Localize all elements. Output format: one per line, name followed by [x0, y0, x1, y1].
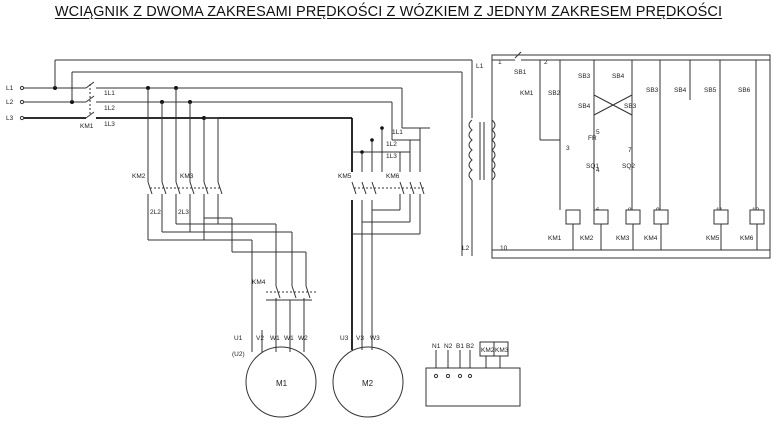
limit-fr: FR: [588, 135, 597, 142]
main-contactor-km1: KM1 1L1 1L2 1L3: [80, 81, 115, 130]
motor2-terminal-u3: U3: [340, 335, 349, 342]
motor2-label: M2: [362, 379, 374, 388]
node-10: 10: [500, 245, 508, 252]
terminal-n2: N2: [444, 343, 453, 350]
contact-sb5: SB5: [704, 87, 717, 94]
transformer-line-label-l2: L2: [462, 245, 470, 252]
motor1-label: M1: [276, 379, 288, 388]
node-5: 5: [596, 129, 600, 136]
node-3: 3: [566, 145, 570, 152]
contact-sb6: SB6: [738, 87, 751, 94]
contact-sb3-a: SB3: [578, 73, 591, 80]
supply-label-l1: L1: [6, 85, 14, 92]
hoist-contactor-label-km2: KM2: [132, 173, 146, 180]
motor1-terminal-u1: U1: [234, 335, 243, 342]
hoist-contactor-label-km3: KM3: [180, 173, 194, 180]
contact-sb4-b: SB4: [578, 103, 591, 110]
main-bus-label-1l2: 1L2: [104, 105, 115, 112]
hoist-output-label-2l3: 2L3: [178, 209, 189, 216]
motor1-terminal-w2: W2: [298, 335, 308, 342]
trolley-bus-label-1l1: 1L1: [392, 129, 403, 136]
terminal-contactor-km2: KM2: [481, 347, 495, 354]
contact-sb1: SB1: [514, 69, 527, 76]
motor1-contactor-label: KM4: [252, 279, 266, 286]
control-transformer: L1 L2: [461, 60, 496, 256]
motor2-terminal-v3: V3: [356, 335, 364, 342]
main-bus-label-1l1: 1L1: [104, 90, 115, 97]
transformer-line-label-l1: L1: [476, 63, 484, 70]
supply-label-l3: L3: [6, 115, 14, 122]
hoist-output-label-2l2: 2L2: [150, 209, 161, 216]
node-7: 7: [628, 147, 632, 154]
terminal-b1: B1: [456, 343, 464, 350]
main-contactor-label: KM1: [80, 123, 94, 130]
coil-km5: KM5: [706, 235, 720, 242]
coil-km6: KM6: [740, 235, 754, 242]
contact-sb3-b: SB3: [624, 103, 637, 110]
node-2: 2: [544, 59, 548, 66]
contact-sb3-c: SB3: [646, 87, 659, 94]
motor-m1: U1 (U2) V2 W1 W1 W2 M1: [232, 298, 317, 418]
contact-sb4-c: SB4: [674, 87, 687, 94]
limit-sq1: SQ1: [586, 163, 599, 170]
contact-km1-hold: KM1: [520, 90, 534, 97]
motor1-terminal-u1-note: (U2): [232, 351, 245, 358]
node-4: 4: [596, 167, 600, 174]
main-bus-label-1l3: 1L3: [104, 121, 115, 128]
motor1-terminal-w1a: W1: [270, 335, 280, 342]
motor-m2: U3 V3 W3 M2: [332, 200, 404, 418]
limit-sq2: SQ2: [622, 163, 635, 170]
hoist-contactors: KM2 KM3 2L2 2L3: [132, 172, 307, 330]
trolley-contactor-label-km6: KM6: [386, 173, 400, 180]
coil-km3: KM3: [616, 235, 630, 242]
terminal-contactor-km3: KM3: [495, 347, 509, 354]
trolley-bus-label-1l3: 1L3: [386, 153, 397, 160]
main-bus: 1L1 1L2 1L3: [100, 86, 430, 172]
trolley-contactors: KM5 KM6: [338, 173, 426, 235]
node-1: 1: [498, 59, 502, 66]
motor2-terminal-w3: W3: [370, 335, 380, 342]
motor1-contactor-km4: KM4: [252, 268, 316, 301]
motor1-terminal-w1b: W1: [284, 335, 294, 342]
coil-km2: KM2: [580, 235, 594, 242]
coil-km1: KM1: [548, 235, 562, 242]
brake-terminal-block: N1 N2 B1 B2 KM2 KM3: [425, 341, 521, 407]
power-supply-lines: L1 L2 L3: [6, 59, 472, 122]
control-circuit: 1 2 3 4 5 6 7 8 9 10 11 12 SB1 KM1 SB2 S…: [491, 51, 771, 259]
contact-sb4-a: SB4: [612, 73, 625, 80]
terminal-b2: B2: [466, 343, 474, 350]
trolley-contactor-label-km5: KM5: [338, 173, 352, 180]
trolley-bus-label-1l2: 1L2: [386, 141, 397, 148]
motor1-terminal-v2: V2: [256, 335, 264, 342]
supply-label-l2: L2: [6, 99, 14, 106]
page-title: WCIĄGNIK Z DWOMA ZAKRESAMI PRĘDKOŚCI Z W…: [54, 4, 723, 20]
coil-km4: KM4: [644, 235, 658, 242]
contact-sb2: SB2: [548, 90, 561, 97]
terminal-n1: N1: [432, 343, 441, 350]
